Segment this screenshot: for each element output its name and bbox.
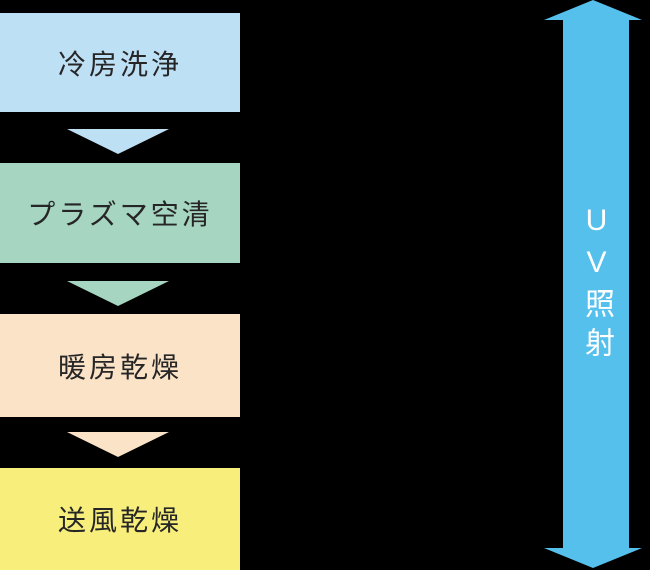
down-triangle-connector-2 — [67, 281, 169, 306]
down-triangle-shape — [67, 432, 169, 457]
uv-label: UV照射 — [580, 204, 613, 366]
down-triangle-shape — [67, 281, 169, 306]
down-triangle-connector-1 — [67, 129, 169, 154]
down-triangle-shape — [67, 129, 169, 154]
step-label-cooling-wash: 冷房洗浄 — [57, 48, 182, 80]
step-label-fan-dry: 送風乾燥 — [57, 505, 182, 536]
uv-double-arrow — [544, 0, 642, 568]
flow-step-fan-dry: 送風乾燥 — [0, 468, 240, 570]
step-label-plasma-air-clean: プラズマ空清 — [27, 199, 213, 230]
flow-step-plasma-air-clean: プラズマ空清 — [0, 163, 240, 263]
step-label-heating-dry: 暖房乾燥 — [57, 351, 182, 383]
flow-step-cooling-wash: 冷房洗浄 — [0, 13, 240, 112]
flow-step-heating-dry: 暖房乾燥 — [0, 314, 240, 417]
uv-label-container: UV照射 — [563, 0, 629, 570]
down-triangle-connector-3 — [67, 432, 169, 457]
uv-double-arrow-shape — [544, 0, 642, 568]
